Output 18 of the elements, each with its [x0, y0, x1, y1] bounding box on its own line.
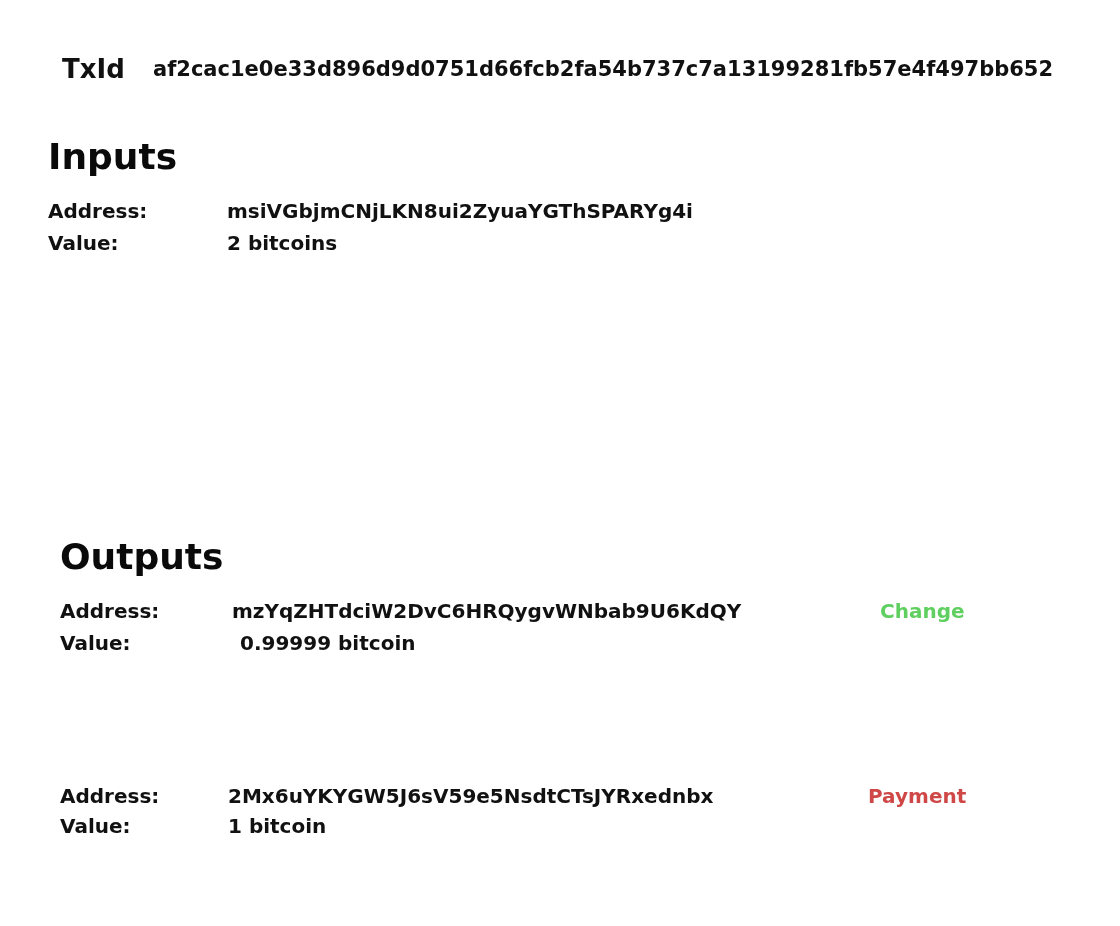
field-label: Address:	[60, 599, 160, 623]
section-heading: Inputs	[48, 136, 178, 178]
address-value: 2Mx6uYKYGW5J6sV59e5NsdtCTsJYRxednbx	[228, 784, 714, 808]
field-label: Value:	[60, 631, 131, 655]
output-tag: Payment	[868, 784, 967, 808]
amount-value: 1 bitcoin	[228, 814, 327, 838]
field-label: TxId	[62, 54, 125, 84]
field-label: Value:	[48, 231, 119, 255]
address-value: mzYqZHTdciW2DvC6HRQygvWNbab9U6KdQY	[232, 599, 742, 623]
amount-value: 2 bitcoins	[227, 231, 338, 255]
field-label: Address:	[48, 199, 148, 223]
transaction-id: af2cac1e0e33d896d9d0751d66fcb2fa54b737c7a13199281fb57e4f497bb652	[153, 56, 1054, 82]
field-label: Value:	[60, 814, 131, 838]
address-value: msiVGbjmCNjLKN8ui2ZyuaYGThSPARYg4i	[227, 199, 693, 223]
output-tag: Change	[880, 599, 965, 623]
field-label: Address:	[60, 784, 160, 808]
section-heading: Outputs	[60, 536, 224, 578]
amount-value: 0.99999 bitcoin	[240, 631, 416, 655]
